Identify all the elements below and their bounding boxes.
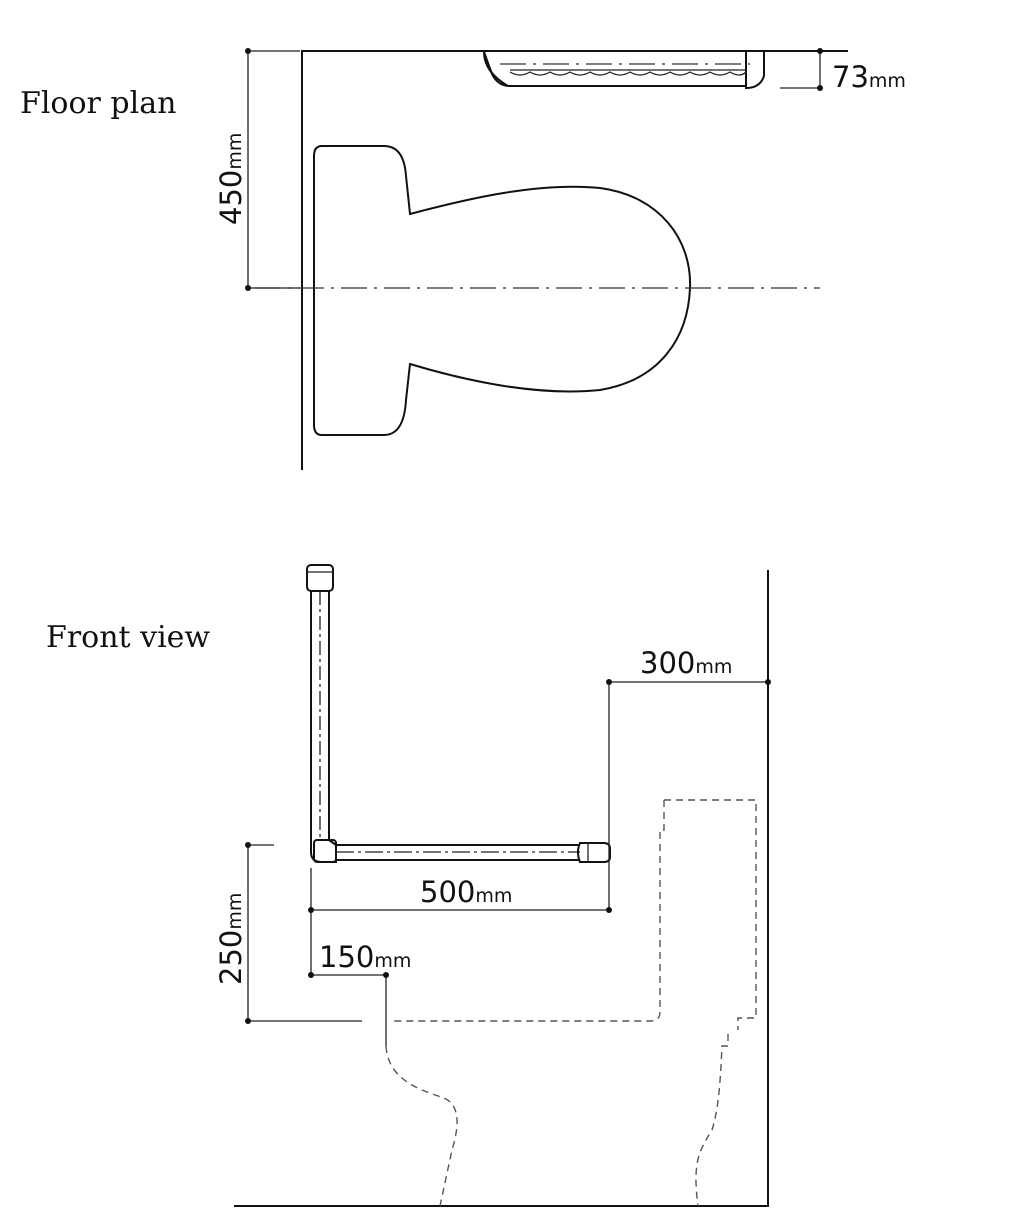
dimension-73: 73mm [780, 48, 906, 94]
dimension-250: 250mm [214, 842, 362, 1024]
dimension-150: 150mm [308, 940, 411, 1046]
dimension-500-label: 500mm [420, 875, 512, 909]
toilet-bowl-front [385, 1034, 729, 1207]
toilet-tank-front [390, 799, 757, 1030]
front-view-wall [234, 570, 769, 1207]
dimension-300-label: 300mm [640, 646, 732, 680]
l-grab-bar [306, 564, 611, 863]
dimension-450-label: 450mm [214, 133, 248, 225]
front-view-title: Front view [46, 620, 210, 655]
front-view-section: Front view [46, 564, 771, 1207]
dimension-500: 500mm [308, 868, 612, 975]
dimension-250-label: 250mm [214, 893, 248, 985]
floor-plan-title: Floor plan [20, 86, 176, 121]
grab-bar-top-view [483, 51, 765, 90]
dimension-73-label: 73mm [832, 60, 906, 94]
floor-plan-section: Floor plan 450mm [20, 48, 906, 470]
dimension-450: 450mm [214, 48, 300, 291]
dimension-300: 300mm [606, 646, 771, 910]
floor-plan-wall [301, 50, 848, 470]
dimension-150-label: 150mm [319, 940, 411, 974]
toilet-top-view [313, 145, 692, 436]
